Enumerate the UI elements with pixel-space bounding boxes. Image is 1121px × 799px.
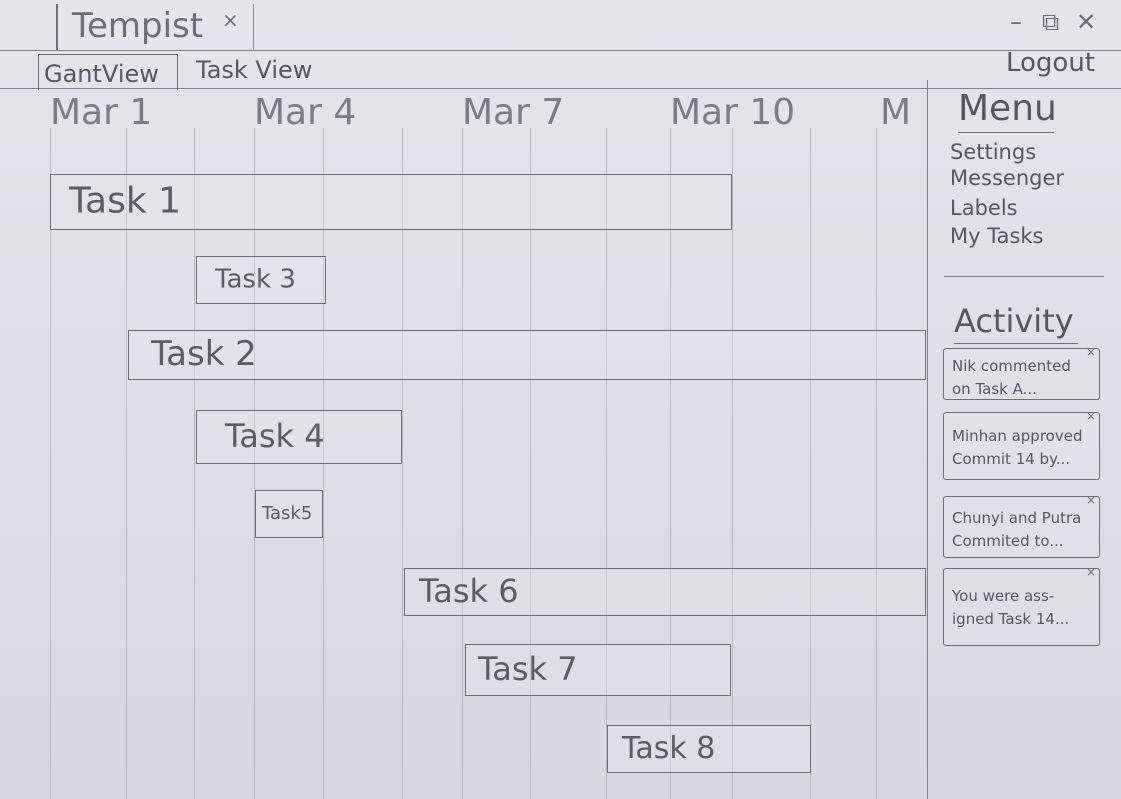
- grid-line: [670, 128, 671, 799]
- grid-line: [732, 128, 733, 799]
- menu-title-underline: [958, 132, 1054, 133]
- app-title: Tempist: [72, 6, 204, 46]
- activity-line: igned Task 14...: [952, 610, 1070, 628]
- task-bar[interactable]: Task 4: [196, 410, 402, 464]
- task-label: Task 2: [151, 334, 257, 375]
- grid-line: [530, 128, 531, 799]
- activity-line: Nik commented: [952, 357, 1071, 375]
- tab-gantt-view[interactable]: [38, 54, 178, 90]
- activity-line: on Task A...: [952, 380, 1037, 398]
- close-window-button[interactable]: ✕: [1076, 8, 1097, 36]
- activity-line: Minhan approved: [952, 427, 1083, 445]
- grid-line: [50, 128, 51, 799]
- tab-close-icon[interactable]: ×: [222, 8, 239, 32]
- date-header: Mar 10: [670, 92, 796, 133]
- titlebar-divider: [0, 50, 1121, 51]
- task-label: Task 4: [225, 417, 325, 456]
- grid-line: [810, 128, 811, 799]
- task-bar[interactable]: Task 7: [465, 644, 731, 696]
- grid-line: [194, 128, 195, 799]
- tab-gantt-view-label[interactable]: GantView: [44, 60, 159, 88]
- sidebar-divider: [927, 80, 928, 799]
- logout-button[interactable]: Logout: [1005, 48, 1095, 78]
- task-label: Task 6: [419, 572, 519, 611]
- activity-card[interactable]: Minhan approved Commit 14 by... ×: [943, 409, 1100, 480]
- task-bar[interactable]: Task 1: [50, 174, 732, 230]
- grid-line: [462, 128, 463, 799]
- tab-task-view[interactable]: Task View: [196, 56, 313, 84]
- app-tab[interactable]: [56, 4, 254, 50]
- task-bar[interactable]: Task 2: [128, 330, 926, 380]
- dismiss-icon[interactable]: ×: [1085, 565, 1096, 579]
- activity-line: Commit 14 by...: [952, 450, 1071, 468]
- minimize-button[interactable]: –: [1010, 8, 1022, 36]
- tabbar-divider: [0, 88, 1121, 89]
- activity-card-text: Minhan approved Commit 14 by...: [952, 425, 1089, 471]
- task-label: Task 8: [622, 730, 716, 766]
- menu-item-labels[interactable]: Labels: [950, 196, 1018, 220]
- activity-card-text: You were ass- igned Task 14...: [952, 585, 1089, 631]
- activity-card[interactable]: Nik commented on Task A... ×: [943, 345, 1100, 401]
- activity-line: Chunyi and Putra: [952, 509, 1082, 527]
- maximize-button[interactable]: ⧉: [1042, 8, 1060, 36]
- menu-item-my-tasks[interactable]: My Tasks: [950, 224, 1044, 248]
- task-label: Task 1: [69, 180, 182, 222]
- task-label: Task5: [262, 503, 313, 525]
- grid-line: [606, 128, 607, 799]
- menu-separator: [944, 276, 1104, 277]
- activity-line: You were ass-: [952, 587, 1055, 605]
- menu-item-messenger[interactable]: Messenger: [950, 166, 1065, 190]
- grid-line: [402, 128, 403, 799]
- dismiss-icon[interactable]: ×: [1085, 493, 1096, 507]
- dismiss-icon[interactable]: ×: [1085, 409, 1096, 423]
- task-bar[interactable]: Task 8: [607, 725, 811, 773]
- task-bar[interactable]: Task5: [255, 490, 323, 538]
- activity-card[interactable]: You were ass- igned Task 14... ×: [943, 565, 1100, 646]
- menu-item-settings[interactable]: Settings: [950, 140, 1037, 164]
- date-header: Mar 4: [254, 92, 357, 133]
- date-header: M: [880, 92, 912, 133]
- activity-card-text: Chunyi and Putra Commited to...: [952, 507, 1089, 553]
- date-header: Mar 1: [50, 92, 153, 133]
- activity-card-text: Nik commented on Task A...: [952, 355, 1089, 401]
- activity-card[interactable]: Chunyi and Putra Commited to... ×: [943, 493, 1100, 558]
- grid-line: [126, 128, 127, 799]
- grid-line: [876, 128, 877, 799]
- activity-line: Commited to...: [952, 532, 1064, 550]
- task-label: Task 7: [478, 650, 578, 689]
- task-label: Task 3: [215, 264, 296, 295]
- date-header: Mar 7: [462, 92, 565, 133]
- activity-title: Activity: [954, 302, 1074, 340]
- menu-title: Menu: [958, 88, 1057, 129]
- dismiss-icon[interactable]: ×: [1085, 345, 1096, 359]
- activity-title-underline: [954, 343, 1078, 344]
- task-bar[interactable]: Task 6: [404, 568, 926, 616]
- task-bar[interactable]: Task 3: [196, 256, 326, 304]
